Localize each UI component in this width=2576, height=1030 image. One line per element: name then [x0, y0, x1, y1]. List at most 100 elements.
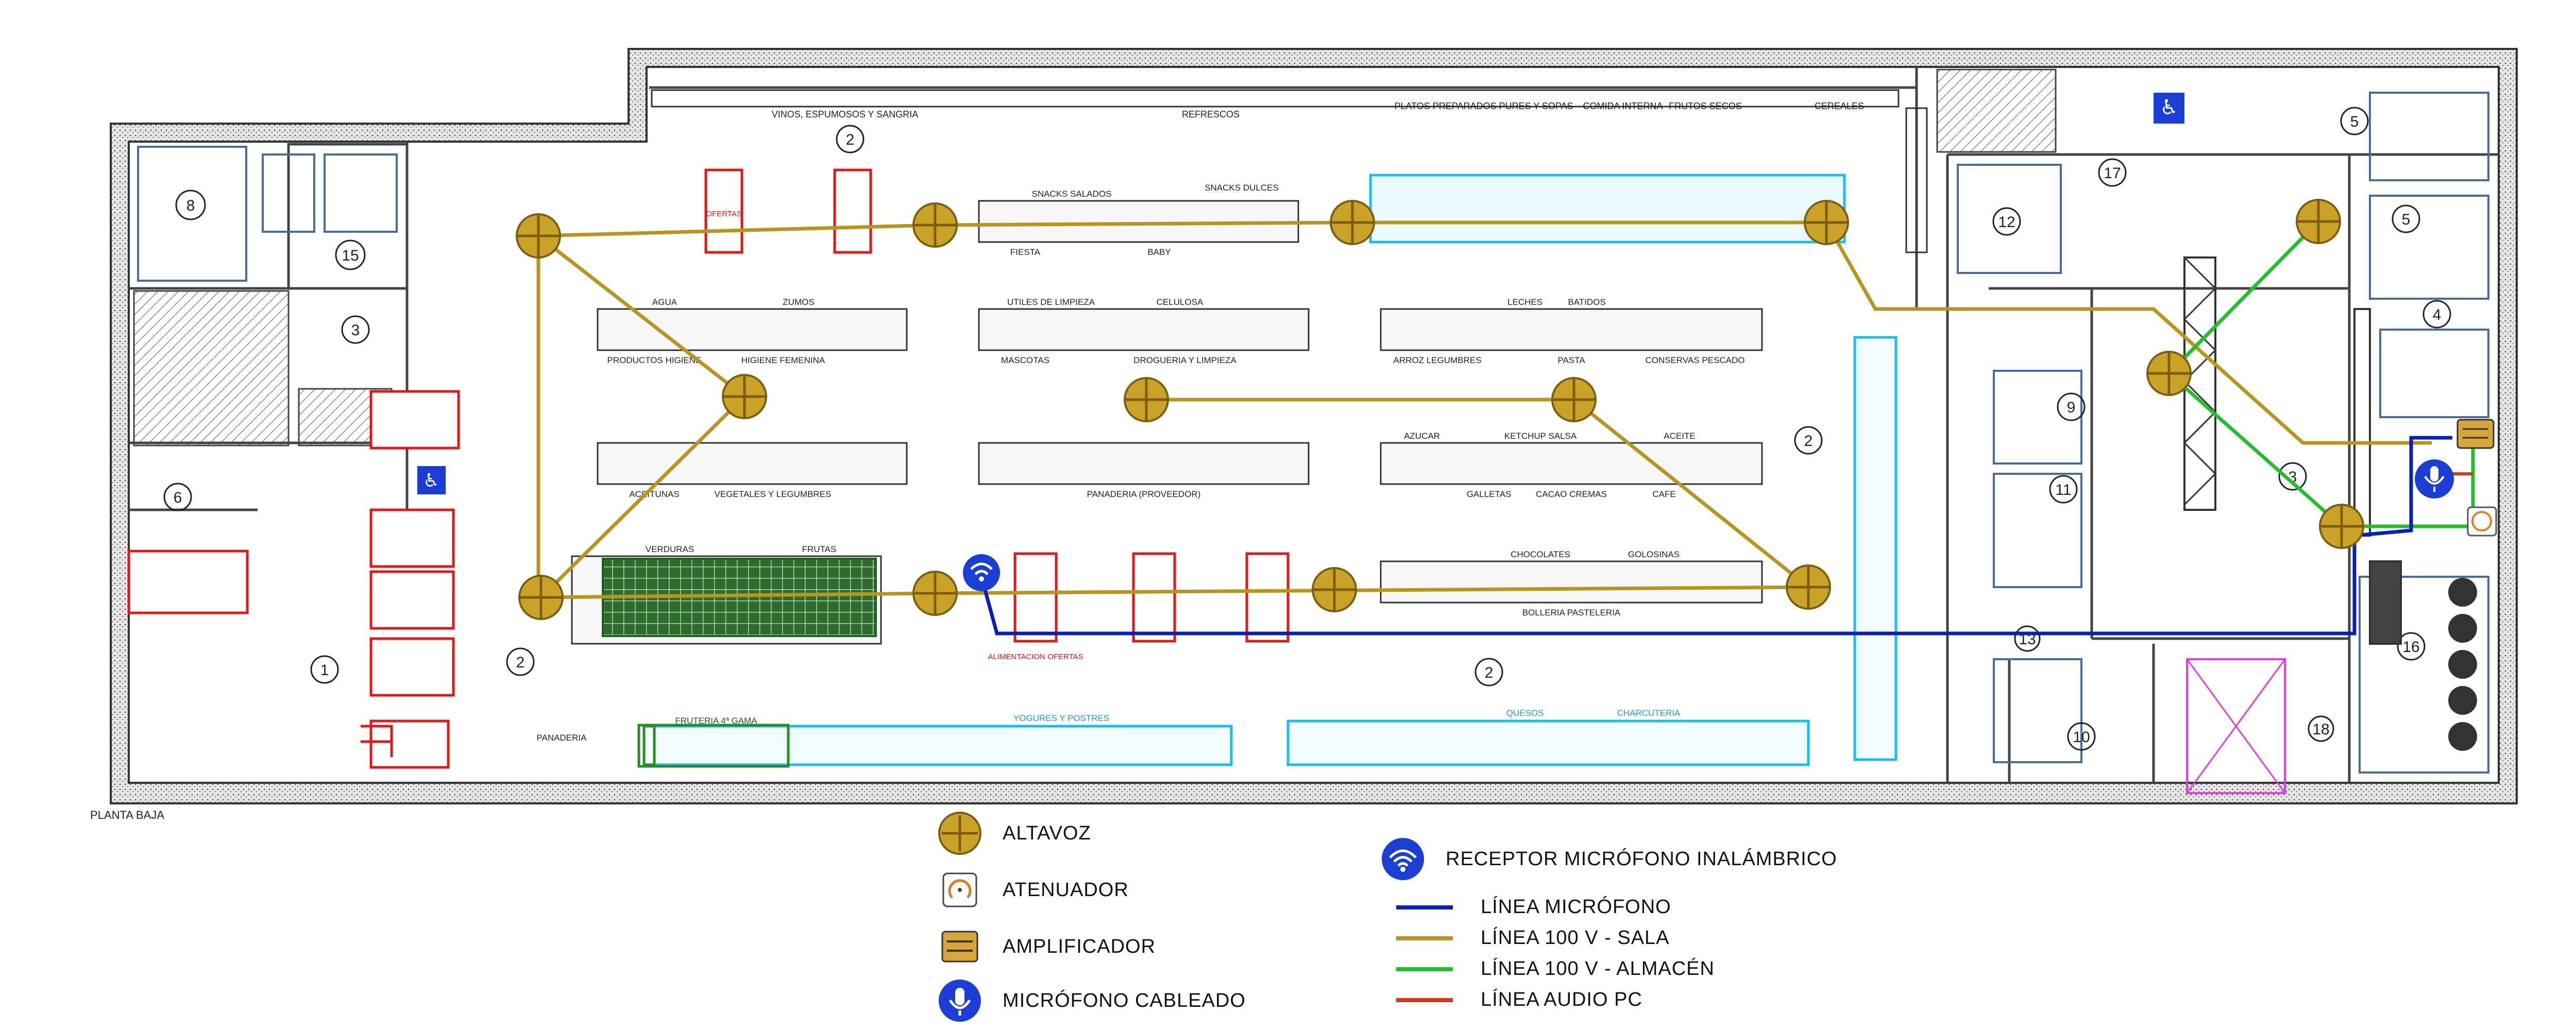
legend-mic-line-label: LÍNEA MICRÓFONO: [1481, 896, 1671, 918]
aisle-label: BOLLERIA PASTELERIA: [1522, 608, 1621, 617]
legend-attenuator-label: ATENUADOR: [1003, 879, 1129, 901]
legend-pc-line-label: LÍNEA AUDIO PC: [1481, 989, 1642, 1010]
speaker-marker: [2319, 504, 2364, 549]
legend-amplifier-label: AMPLIFICADOR: [1003, 935, 1156, 957]
aisle-label: FRUTOS SECOS: [1669, 101, 1742, 111]
legend-almacen-line: LÍNEA 100 V - ALMACÉN: [1396, 958, 1715, 980]
loading-door-cross: [2186, 659, 2286, 794]
speaker-marker: [2146, 351, 2192, 396]
wireless-receiver-marker: [963, 554, 1000, 591]
aisle-label: SNACKS SALADOS: [1032, 189, 1112, 199]
aisle-label: BATIDOS: [1568, 297, 1605, 307]
aisle-label: VEGETALES Y LEGUMBRES: [715, 489, 832, 499]
svg-text:♿: ♿: [423, 470, 439, 491]
speaker-marker: [1124, 377, 1169, 422]
aisle-label: ARROZ LEGUMBRES: [1394, 355, 1482, 365]
aisle-label: PLATOS PREPARADOS PURES Y SOPAS: [1394, 101, 1573, 111]
aisle-label: FRUTERIA 4ª GAMA: [675, 716, 757, 726]
wall-shelving-top: VINOS, ESPUMOSOS Y SANGRIA REFRESCOS PLA…: [651, 89, 1928, 253]
legend-sala-line: LÍNEA 100 V - SALA: [1396, 927, 1670, 949]
legend-speaker: ALTAVOZ: [938, 811, 1091, 855]
room-number: 5: [2402, 211, 2411, 228]
aisle-label: UTILES DE LIMPIEZA: [1007, 297, 1095, 307]
room-number: 17: [2104, 165, 2121, 182]
aisle-label: YOGURES Y POSTRES: [1013, 713, 1109, 723]
offer-endcaps: [369, 168, 1290, 769]
legend-sala-line-label: LÍNEA 100 V - SALA: [1481, 927, 1670, 949]
speaker-marker: [912, 571, 958, 616]
aisle-label: AGUA: [652, 297, 677, 307]
room-number: 2: [846, 131, 855, 148]
checkouts: [127, 550, 393, 757]
aisle-label: BABY: [1147, 247, 1171, 257]
aisle-label: OFERTAS: [706, 210, 741, 218]
aisle-label: PRODUCTOS HIGIENE: [607, 355, 702, 365]
legend-wireless-receiver: RECEPTOR MICRÓFONO INALÁMBRICO: [1381, 837, 1837, 881]
aisle-label: ACEITE: [1664, 431, 1695, 441]
aisle-label: REFRESCOS: [1182, 109, 1240, 119]
aisle-label: CEREALES: [1815, 101, 1864, 111]
room-number: 10: [2073, 729, 2090, 746]
room-number: 18: [2312, 721, 2329, 738]
aisle-label: CHOCOLATES: [1511, 550, 1570, 559]
aisle-label: DROGUERIA Y LIMPIEZA: [1133, 355, 1236, 365]
speaker-marker: [518, 575, 564, 620]
svg-text:♿: ♿: [2160, 96, 2178, 119]
room-number: 2: [516, 654, 525, 671]
room-number: 15: [342, 247, 359, 264]
speaker-icon: [938, 811, 982, 855]
legend-wired-mic-label: MICRÓFONO CABLEADO: [1003, 989, 1246, 1011]
legend-amplifier: AMPLIFICADOR: [938, 924, 1156, 969]
speaker-marker: [722, 374, 767, 419]
legend-wireless-label: RECEPTOR MICRÓFONO INALÁMBRICO: [1446, 848, 1837, 870]
legend-pc-line: LÍNEA AUDIO PC: [1396, 989, 1642, 1011]
room-number: 9: [2067, 399, 2076, 416]
wireless-icon: [1381, 837, 1425, 881]
almacen-line-swatch: [1396, 967, 1453, 971]
aisle-text: SNACKS SALADOS SNACKS DULCES FIESTA BABY…: [537, 183, 1745, 743]
loading-door: [2186, 658, 2286, 794]
aisle-label: AZUCAR: [1404, 431, 1440, 441]
room-number: 1: [320, 662, 329, 679]
accessibility-icons: ♿ ♿: [417, 93, 2184, 494]
aisle-label: PANADERIA (PROVEEDOR): [1087, 489, 1201, 499]
refrigerated-cases: [642, 336, 1897, 766]
aisle-label: MASCOTAS: [1001, 355, 1049, 365]
fruit-counter: [637, 724, 790, 768]
speaker-marker: [912, 202, 958, 248]
aisle-label: VERDURAS: [646, 544, 694, 554]
aisle-label: ACEITUNAS: [629, 489, 679, 499]
aisle-label: CHARCUTERIA: [1617, 708, 1681, 718]
room-number: 5: [2350, 113, 2359, 130]
aisle-label: COMIDA INTERNA: [1583, 101, 1663, 111]
room-number: 2: [1485, 664, 1494, 681]
room-number: 11: [2055, 482, 2071, 499]
pc-line-swatch: [1396, 998, 1453, 1002]
attenuator-icon: [938, 868, 982, 912]
room-number: 8: [187, 197, 195, 214]
speaker-marker: [1804, 200, 1849, 245]
aisle-label: FIESTA: [1010, 247, 1041, 257]
aisle-label: GALLETAS: [1467, 489, 1512, 499]
room-number: 12: [1998, 214, 2015, 231]
legend-speaker-label: ALTAVOZ: [1003, 822, 1091, 844]
aisle-label: SNACKS DULCES: [1205, 183, 1279, 193]
aisle-label: CELULOSA: [1157, 297, 1204, 307]
aisle-label: CAFE: [1652, 489, 1675, 499]
aisle-label: GOLOSINAS: [1628, 550, 1680, 559]
microphone-icon: [938, 978, 982, 1023]
aisle-label: FRUTAS: [802, 544, 837, 554]
aisle-label: VINOS, ESPUMOSOS Y SANGRIA: [772, 109, 918, 119]
amplifier-marker: [2456, 419, 2495, 449]
room-number: 6: [174, 489, 182, 506]
speaker-marker: [1312, 567, 1357, 612]
aisle-label: CONSERVAS PESCADO: [1645, 355, 1744, 365]
mic-line-swatch: [1396, 905, 1453, 909]
speaker-marker: [516, 213, 561, 259]
speaker-marker: [1551, 377, 1597, 422]
wired-mic-marker: [2415, 459, 2454, 499]
room-number: 16: [2402, 639, 2419, 656]
aisle-label: PANADERIA: [537, 733, 587, 743]
speakers: [516, 199, 2364, 620]
